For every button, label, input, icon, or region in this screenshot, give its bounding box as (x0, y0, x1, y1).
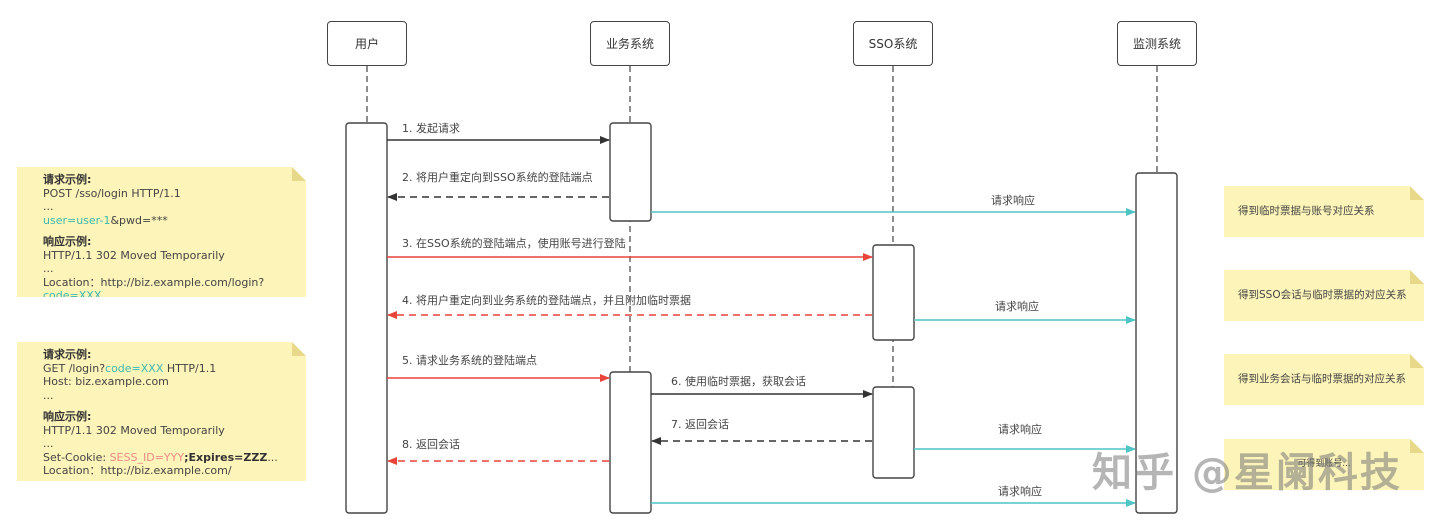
participant-user: 用户 (327, 21, 407, 66)
participant-monitor: 监测系统 (1117, 21, 1197, 66)
note-heading: 响应示例: (43, 410, 92, 423)
note-line: user=user-1&pwd=*** (43, 214, 296, 228)
note-text: GET /login? (43, 361, 106, 375)
note-monitor-4: 可得到账号... (1224, 439, 1424, 490)
participant-label: SSO系统 (868, 37, 918, 51)
note-monitor-2: 得到SSO会话与临时票据的对应关系 (1224, 270, 1424, 321)
note-biz-login-example: 请求示例: GET /login?code=XXX HTTP/1.1 Host:… (17, 342, 306, 481)
activation-user (345, 122, 388, 514)
note-highlight: user=user-1 (43, 213, 111, 227)
note-line: ... (43, 200, 54, 213)
note-line: ... (43, 388, 54, 402)
note-highlight: code=XXX (105, 361, 164, 375)
note-line: Host: biz.example.com (43, 375, 169, 388)
activation-biz-2 (609, 371, 652, 514)
activation-monitor (1135, 172, 1178, 514)
note-heading: 响应示例: (43, 235, 92, 248)
participant-label: 用户 (354, 37, 379, 51)
note-text: &pwd=*** (110, 213, 168, 227)
note-line: Location：http://biz.example.com/ (43, 464, 232, 477)
note-line: ... (43, 262, 54, 275)
note-heading: 请求示例: (43, 173, 92, 186)
note-text: 得到SSO会话与临时票据的对应关系 (1238, 288, 1407, 301)
participant-biz: 业务系统 (590, 21, 670, 66)
note-line: ... (43, 437, 54, 450)
message-label-7: 7. 返回会话 (671, 418, 729, 431)
participant-label: 监测系统 (1132, 37, 1181, 51)
note-text: HTTP/1.1 (163, 361, 217, 375)
note-highlight: SESS_ID=YYY (109, 450, 185, 464)
note-monitor-1: 得到临时票据与账号对应关系 (1224, 186, 1424, 237)
message-label-8: 8. 返回会话 (402, 438, 460, 451)
message-label-6: 6. 使用临时票据，获取会话 (671, 375, 806, 388)
activation-sso-2 (872, 386, 915, 479)
note-line: HTTP/1.1 302 Moved Temporarily (43, 248, 225, 262)
monitor-label-1: 请求响应 (991, 194, 1035, 207)
note-text: ;Expires=ZZZ (184, 450, 268, 464)
message-label-3: 3. 在SSO系统的登陆端点，使用账号进行登陆 (402, 237, 626, 250)
monitor-label-3: 请求响应 (998, 423, 1042, 436)
note-text: Set-Cookie: (43, 450, 110, 464)
note-line: POST /sso/login HTTP/1.1 (43, 186, 181, 200)
message-label-5: 5. 请求业务系统的登陆端点 (402, 354, 537, 367)
note-sso-login-example: 请求示例: POST /sso/login HTTP/1.1 ... user=… (17, 167, 306, 297)
message-label-4: 4. 将用户重定向到业务系统的登陆端点，并且附加临时票据 (402, 294, 691, 307)
message-label-1: 1. 发起请求 (402, 122, 460, 135)
note-line: GET /login?code=XXX HTTP/1.1 (43, 362, 296, 376)
note-monitor-3: 得到业务会话与临时票据的对应关系 (1224, 354, 1424, 405)
participant-label: 业务系统 (605, 37, 654, 51)
note-text: ... (267, 450, 278, 464)
note-text: Location：http://biz.example.com/login? (43, 275, 265, 289)
note-text: 得到临时票据与账号对应关系 (1238, 204, 1375, 217)
note-line: HTTP/1.1 302 Moved Temporarily (43, 423, 225, 437)
monitor-label-4: 请求响应 (998, 485, 1042, 498)
message-label-2: 2. 将用户重定向到SSO系统的登陆端点 (402, 171, 593, 184)
monitor-label-2: 请求响应 (995, 300, 1039, 313)
note-text: 得到业务会话与临时票据的对应关系 (1238, 372, 1406, 385)
note-heading: 请求示例: (43, 348, 92, 361)
participant-sso: SSO系统 (853, 21, 933, 66)
activation-sso-1 (872, 244, 915, 341)
note-line: Set-Cookie: SESS_ID=YYY;Expires=ZZZ... (43, 451, 296, 465)
activation-biz-1 (609, 122, 652, 222)
note-text: 可得到账号... (1297, 458, 1351, 469)
